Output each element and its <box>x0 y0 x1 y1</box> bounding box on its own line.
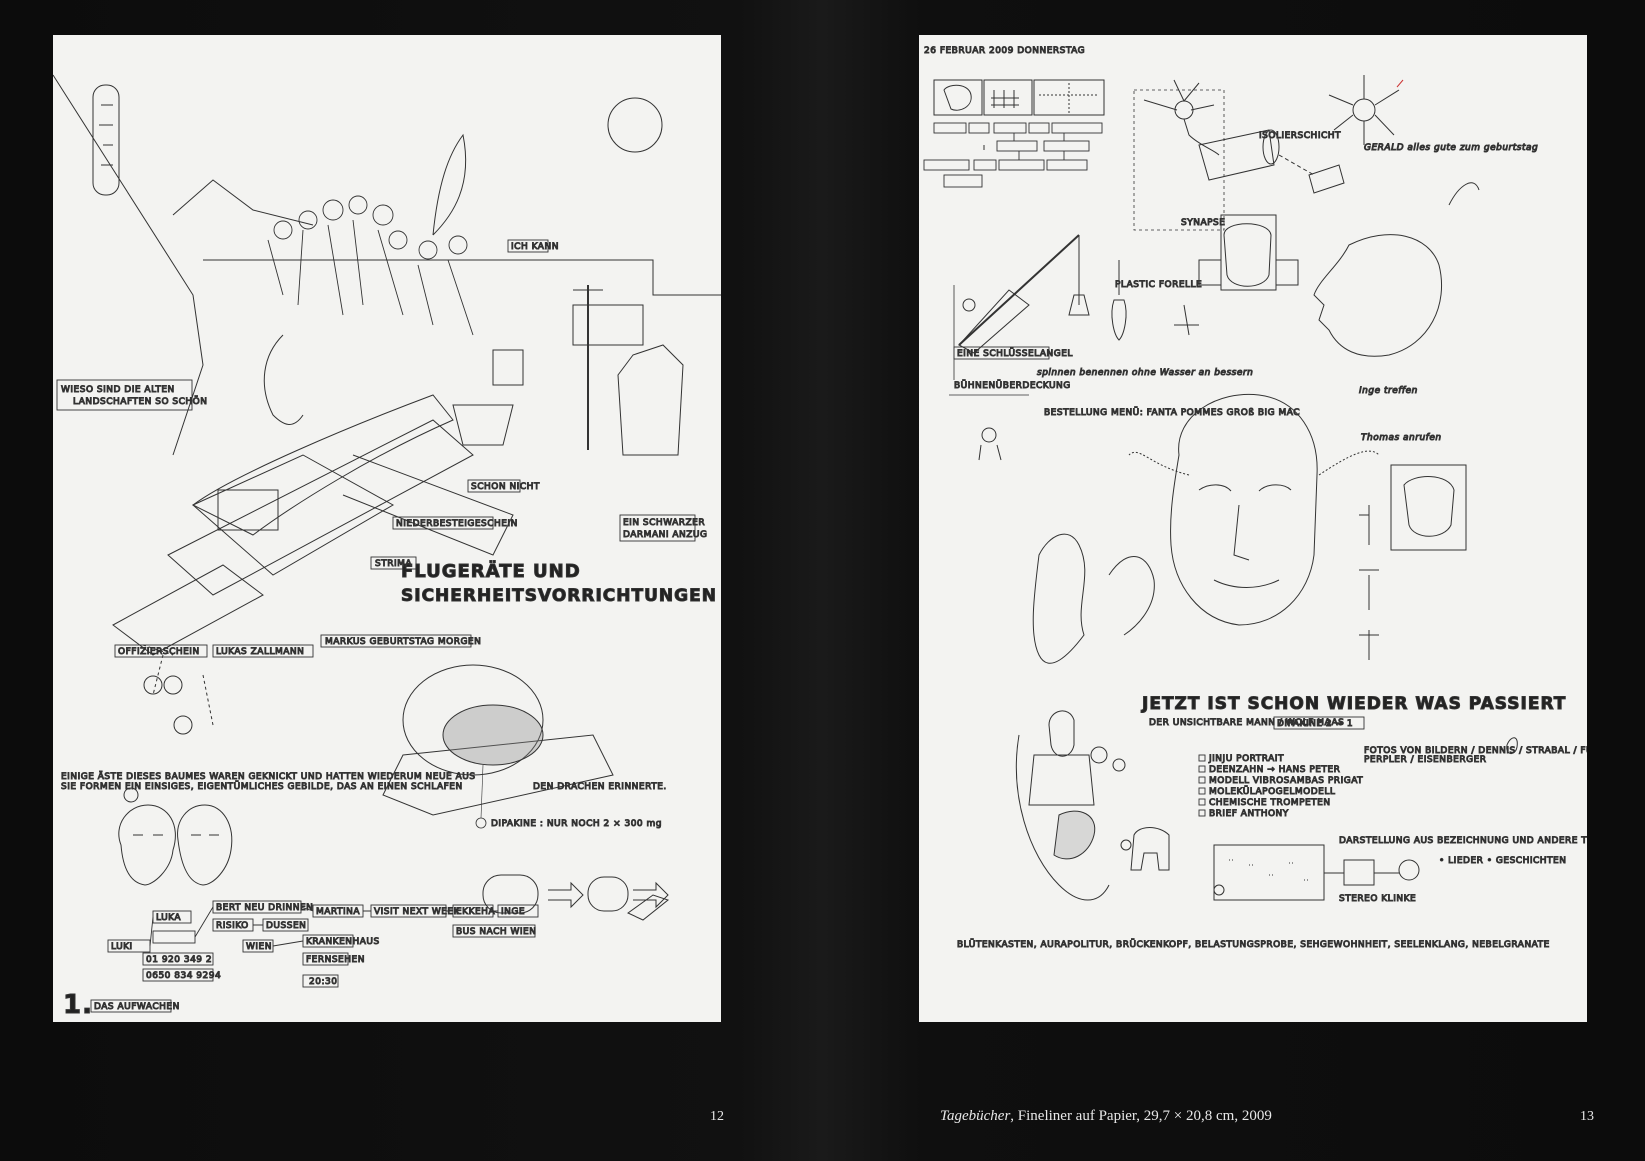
sheet-number: 1. <box>63 990 93 1020</box>
portrait-bald-man <box>1198 214 1299 291</box>
flow-wien: WIEN <box>246 942 272 952</box>
page-number-right: 13 <box>1580 1109 1594 1124</box>
flow-luki: LUKI <box>111 942 133 952</box>
crowd-of-figures <box>267 195 474 336</box>
flow-inge: INGE <box>501 907 525 917</box>
label-stereo: STEREO KLINKE <box>1339 894 1416 904</box>
label-darstellung: DARSTELLUNG AUS BEZEICHNUNG UND ANDERE T… <box>1339 836 1587 846</box>
label-wieso: WIESO SIND DIE ALTEN <box>61 385 175 395</box>
caption-title: Tagebücher <box>940 1108 1011 1124</box>
label-fotos: FOTOS VON BILDERN / DENNIS / STRABAL / F… <box>1364 746 1587 756</box>
flow-time: 20:30 <box>309 977 337 987</box>
note-spinnen: spinnen benennen ohne Wasser an bessern <box>1037 368 1253 378</box>
drawing-title-line1: FLUGERÄTE UND <box>401 560 581 582</box>
right-page: 26 FEBRUAR 2009 DONNERSTAG JETZT IST SCH… <box>822 0 1645 1161</box>
label-schluesselangel: EINE SCHLÜSSELANGEL <box>957 348 1073 359</box>
portrait-profile <box>1313 182 1480 357</box>
label-bestellung: BESTELLUNG MENÜ: FANTA POMMES GROß BIG M… <box>1044 407 1300 418</box>
checklist-item-4: MOLEKÜLAPOGELMODELL <box>1209 786 1335 797</box>
label-schon-nicht: SCHON NICHT <box>471 482 540 492</box>
flow-visit: VISIT NEXT WEEK <box>374 907 461 917</box>
flow-bus: BUS NACH WIEN <box>456 927 536 937</box>
flow-krankenhaus: KRANKENHAUS <box>306 937 380 947</box>
checklist-item-6: BRIEF ANTHONY <box>1209 809 1289 819</box>
checklist-item-3: MODELL VIBROSAMBAS PRIGAT <box>1209 776 1363 786</box>
label-dipakine-right: DIPAKINE 2 → 1 <box>1277 719 1353 729</box>
label-isolierschicht: ISOLIERSCHICHT <box>1259 131 1341 141</box>
caption-details: , Fineliner auf Papier, 29,7 × 20,8 cm, … <box>1010 1108 1272 1124</box>
left-page: FLUGERÄTE UND SICHERHEITSVORRICHTUNGEN W… <box>0 0 822 1161</box>
flow-phone-2: 0650 834 9294 <box>146 971 221 981</box>
drawing-sheet-left: FLUGERÄTE UND SICHERHEITSVORRICHTUNGEN W… <box>53 35 721 1022</box>
flow-chart <box>107 900 539 988</box>
checklist-item-5: CHEMISCHE TROMPETEN <box>1209 798 1331 808</box>
label-anzug-2: DARMANI ANZUG <box>623 530 707 540</box>
label-ich-kann: ICH KANN <box>511 242 559 252</box>
label-plastic-forelle: PLASTIC FORELLE <box>1115 280 1202 290</box>
checklist-item-2: DEENZAHN → HANS PETER <box>1209 765 1340 775</box>
sketch-drawing-right: 26 FEBRUAR 2009 DONNERSTAG JETZT IST SCH… <box>923 46 1588 951</box>
page-number-left: 12 <box>710 1109 724 1124</box>
portrait-large-face <box>1128 393 1380 626</box>
flow-luka: LUKA <box>156 913 181 923</box>
drawing-sheet-right: 26 FEBRUAR 2009 DONNERSTAG JETZT IST SCH… <box>919 35 1587 1022</box>
headline: JETZT IST SCHON WIEDER WAS PASSIERT <box>1141 694 1566 714</box>
fishing-rod-drawing <box>958 234 1199 354</box>
label-das-aufwachen: DAS AUFWACHEN <box>94 1002 180 1012</box>
two-faces <box>118 804 233 886</box>
note-thomas: Thomas anrufen <box>1361 433 1442 443</box>
paragraph-line2: SIE FORMEN EIN EINSIGES, EIGENTÜMLICHES … <box>61 781 463 792</box>
label-anzug: EIN SCHWARZER <box>623 518 705 528</box>
aircraft-drawing <box>112 394 514 803</box>
org-chart <box>923 122 1103 188</box>
checklist-item-1: JINJU PORTRAIT <box>1208 754 1284 764</box>
flow-dussen: DUSSEN <box>266 921 306 931</box>
paragraph-line3: DEN DRACHEN ERINNERTE. <box>533 782 667 792</box>
label-synapse: SYNAPSE <box>1181 218 1225 228</box>
bottom-word-list: BLÜTENKASTEN, AURAPOLITUR, BRÜCKENKOPF, … <box>957 939 1550 950</box>
sub-headline: DER UNSICHTBARE MANN / WOLF HAAS <box>1149 718 1344 728</box>
flow-phone-1: 01 920 349 2 <box>146 955 212 965</box>
helmet-drawing <box>382 664 614 816</box>
cable-drawing <box>1198 129 1345 194</box>
caption: Tagebücher, Fineliner auf Papier, 29,7 ×… <box>940 1108 1272 1125</box>
pills-sequence <box>482 874 670 921</box>
neuron-drawing <box>1143 75 1404 156</box>
flow-bert: BERT NEU DRINNEN <box>216 903 313 913</box>
date-heading: 26 FEBRUAR 2009 DONNERSTAG <box>924 46 1085 56</box>
flow-ekkeha: EKKEHA <box>456 907 495 917</box>
note-inge: Inge treffen <box>1359 386 1418 396</box>
label-strima: STRIMA <box>375 559 412 569</box>
paragraph-line1: EINIGE ÄSTE DIESES BAUMES WAREN GEKNICKT… <box>61 771 476 782</box>
note-gerald: GERALD alles gute zum geburtstag <box>1364 143 1538 153</box>
label-buhnen: BÜHNENÜBERDECKUNG <box>954 380 1071 391</box>
label-niederbesteigeschein: NIEDERBESTEIGESCHEIN <box>396 519 518 529</box>
label-dipakine: DIPAKINE : NUR NOCH 2 × 300 mg <box>491 819 662 829</box>
circuit-diagram <box>1213 844 1420 901</box>
label-fotos-2: PERPLER / EISENBERGER <box>1364 755 1487 765</box>
flow-fernsehen: FERNSEHEN <box>306 955 365 965</box>
drawing-title-line2: SICHERHEITSVORRICHTUNGEN <box>401 586 717 606</box>
sketch-drawing-left: FLUGERÄTE UND SICHERHEITSVORRICHTUNGEN W… <box>53 74 721 1021</box>
flow-risiko: RISIKO <box>216 921 249 931</box>
label-lieder: • LIEDER • GESCHICHTEN <box>1439 856 1566 866</box>
label-offizierschein: OFFIZIERSCHEIN <box>118 647 200 657</box>
label-lukas: LUKAS ZALLMANN <box>216 647 304 657</box>
label-wieso-2: LANDSCHAFTEN SO SCHÖN <box>73 396 208 407</box>
label-markus: MARKUS GEBURTSTAG MORGEN <box>325 637 481 647</box>
flow-martina: MARTINA <box>316 907 360 917</box>
checklist-boxes <box>1198 754 1206 817</box>
